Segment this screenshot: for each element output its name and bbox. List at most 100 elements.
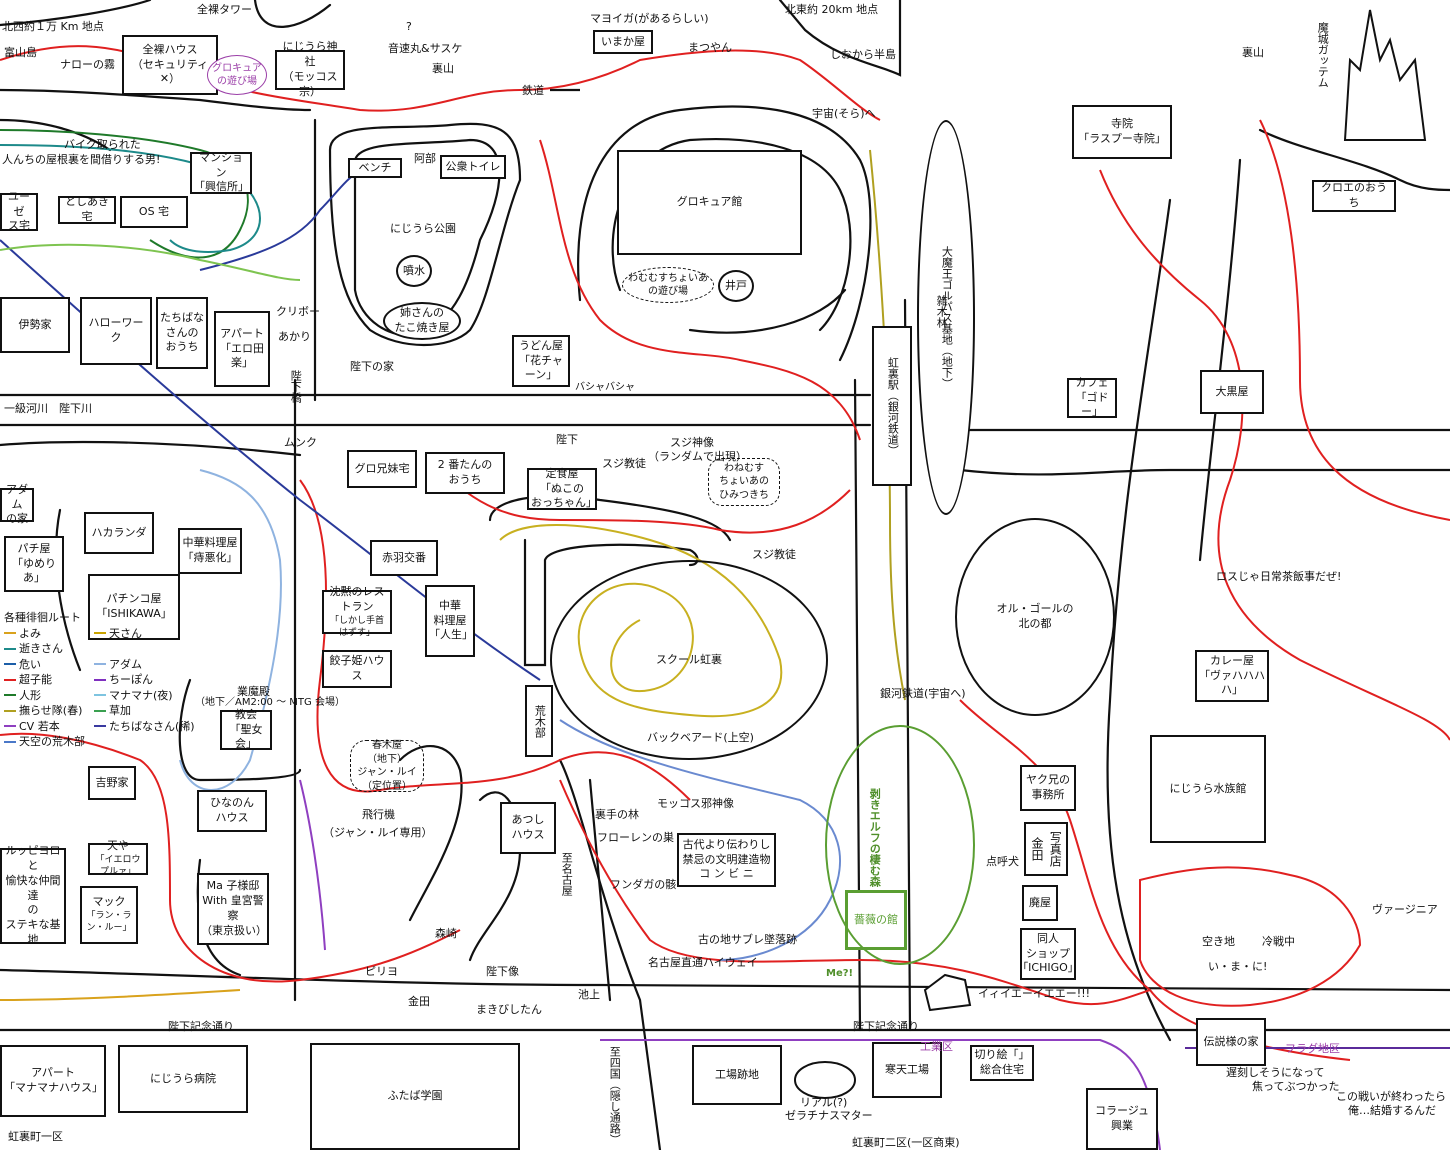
- route-red-3: [1099, 169, 1450, 741]
- legend-item: CV 若本: [4, 719, 84, 735]
- label-sable: 古の地サブレ墜落跡: [698, 933, 797, 946]
- road-lower-c: [558, 758, 662, 1150]
- label-bike-2: 人んちの屋根裏を間借りする男!: [2, 153, 161, 166]
- label-kaneda: 金田: [408, 995, 430, 1008]
- takoyaki-stand[interactable]: 姉さんのたこ焼き屋: [383, 302, 461, 340]
- school-nijiura[interactable]: スクール虹裏: [550, 560, 828, 760]
- wamusu-playground[interactable]: わむむすちょいあの遊び場: [622, 267, 714, 303]
- building-apart-manamana[interactable]: アパート「マナマナハウス」: [0, 1045, 106, 1117]
- building-zenra-house[interactable]: 全裸ハウス（セキュリティ✕）: [122, 35, 218, 95]
- building-mac[interactable]: マック「ラン・ラン・ルー」: [80, 886, 138, 944]
- precure-playground[interactable]: グロキュアの遊び場: [207, 55, 267, 95]
- label-virginia: ヴァージニア: [1372, 903, 1438, 916]
- label-morisaki: 森崎: [435, 927, 457, 940]
- road-v6: [1198, 158, 1242, 562]
- legend-label: 危い: [19, 657, 41, 671]
- label-piriyo: ピリヨ: [365, 965, 398, 978]
- label-urate: 裏手の林: [595, 808, 639, 821]
- label-reisen: 冷戦中: [1262, 935, 1295, 948]
- label-town-2: 虹裏町二区(一区商東): [852, 1136, 960, 1149]
- building-chinmoku-restaurant[interactable]: 沈黙のレストラン「しかし手首はずす」: [322, 585, 392, 638]
- legend-swatch: [4, 725, 16, 728]
- building-teishoku-ya[interactable]: 定食屋「ぬこのおっちゃん」: [527, 467, 597, 510]
- building-kodai-konbini[interactable]: 古代より伝わりし禁忌の文明建造物コ ン ビ ニ: [677, 833, 776, 887]
- building-os-house[interactable]: OS 宅: [120, 196, 188, 228]
- legend-label: アダム: [109, 657, 142, 671]
- label-real: リアル(?): [800, 1096, 848, 1109]
- building-precure-hall[interactable]: グロキュア館: [617, 150, 802, 255]
- label-gyomaden: 業魔殿: [237, 685, 270, 698]
- legend-label: 天さん: [109, 626, 142, 640]
- building-akabane-koban[interactable]: 赤羽交番: [370, 540, 438, 576]
- label-hikoki-2: （ジャン・ルイ専用）: [323, 826, 433, 839]
- label-kinen-1: 陛下記念通り: [168, 1020, 234, 1033]
- wamusu-secret-base[interactable]: わねむすちょいあのひみつきち: [708, 458, 780, 506]
- fountain[interactable]: 噴水: [396, 255, 432, 287]
- building-tachibana-house[interactable]: たちばなさんのおうち: [156, 297, 208, 369]
- building-hinanon-house[interactable]: ひなのんハウス: [197, 790, 267, 832]
- building-factory-ruins[interactable]: 工場跡地: [692, 1045, 782, 1105]
- golpas-base[interactable]: 大魔王ゴルパス基地（地下）: [917, 120, 975, 515]
- building-chuka-jinsei[interactable]: 中華料理屋「人生」: [425, 585, 475, 657]
- building-toshiaki-house[interactable]: としあき宅: [58, 195, 116, 224]
- legend-row: 人形マナマナ(夜): [4, 688, 195, 704]
- building-pachi-yumeria[interactable]: パチ屋「ゆめりあ」: [4, 536, 64, 592]
- building-chuka-ryori[interactable]: 中華料理屋「痔悪化」: [178, 528, 242, 574]
- building-yoshino-house[interactable]: 吉野家: [88, 766, 136, 800]
- building-gyoza-house[interactable]: 餃子姫ハウス: [322, 650, 392, 688]
- building-nijiura-shrine[interactable]: にじうら神社（モッコス宗）: [275, 40, 345, 98]
- building-public-toilet[interactable]: 公衆トイレ: [440, 155, 506, 179]
- building-doujin-shop[interactable]: 同人ショップ「ICHIGO」: [1017, 928, 1079, 980]
- building-tenya[interactable]: 天や「イエロウプルァ」: [88, 839, 148, 877]
- road-ne-peninsula: [778, 0, 902, 77]
- legend-row: CV 若本たちばなさん(稀): [4, 719, 195, 735]
- building-niura-station[interactable]: 虹裏駅（銀河鉄道）: [872, 326, 912, 486]
- building-suizokukan[interactable]: にじうら水族館: [1150, 735, 1266, 843]
- building-kaneda-photo[interactable]: 金田写真店: [1024, 822, 1068, 876]
- building-hello-work[interactable]: ハローワーク: [80, 297, 152, 365]
- building-kyokai[interactable]: 教会「聖女会」: [220, 708, 272, 750]
- elf-forest-area[interactable]: [825, 725, 975, 965]
- building-yuze-house[interactable]: ユーゼス宅: [0, 190, 38, 232]
- building-imaka-ya[interactable]: いまか屋: [593, 30, 653, 54]
- legend-swatch: [94, 632, 106, 635]
- building-kanten-factory[interactable]: 寒天工場: [872, 1042, 942, 1098]
- legend-row: 超子能ちーぽん: [4, 672, 195, 688]
- orgol-capital[interactable]: オル・ゴールの北の都: [955, 518, 1115, 716]
- building-cafe-godo[interactable]: カフェ「ゴドー」: [1067, 376, 1117, 418]
- building-udon-ya[interactable]: うどん屋「花チャーン」: [512, 335, 570, 387]
- building-apart-erotaraku[interactable]: アパート「エロ田楽」: [214, 311, 270, 387]
- building-bench[interactable]: ベンチ: [348, 158, 402, 178]
- building-collage-kogyo[interactable]: コラージュ興業: [1086, 1088, 1158, 1150]
- road-nw: [0, 88, 312, 112]
- building-pachinko-ishikawa[interactable]: パチンコ屋「ISHIKAWA」: [88, 574, 180, 640]
- building-nijiura-hospital[interactable]: にじうら病院: [118, 1045, 248, 1113]
- building-ruppiyoro[interactable]: ルッピヨロと愉快な仲間達のステキな基地: [0, 844, 66, 946]
- building-adam-house[interactable]: アダムの家: [0, 483, 34, 525]
- building-hakaranda[interactable]: ハカランダ: [84, 512, 154, 554]
- building-nibantan-house[interactable]: 2 番たんのおうち: [425, 452, 505, 494]
- building-kirie-jutaku[interactable]: 切り絵「」総合住宅: [970, 1045, 1034, 1081]
- building-daikoku-ya[interactable]: 大黒屋: [1200, 370, 1264, 414]
- building-karee-ya[interactable]: カレー屋「ヴァハハハハ」: [1195, 650, 1269, 702]
- building-ise-house[interactable]: 伊勢家: [0, 297, 70, 353]
- building-guro-sisters[interactable]: グロ兄妹宅: [347, 450, 417, 488]
- road-sw-c: [178, 678, 302, 782]
- building-temple[interactable]: 寺院「ラスプー寺院」: [1072, 105, 1172, 159]
- building-kuroe-house[interactable]: クロエのおうち: [1312, 180, 1396, 212]
- building-atsushi-house[interactable]: あつしハウス: [500, 802, 556, 854]
- building-yakuza-office[interactable]: ヤク兄の事務所: [1020, 765, 1076, 811]
- legend-swatch: [94, 709, 106, 712]
- building-futaba-gakuen[interactable]: ふたば学園: [310, 1043, 520, 1150]
- harunoki-ramen[interactable]: 春木屋（地下）ジャン・ルイ（定位置）: [350, 740, 424, 792]
- building-densetsu-house[interactable]: 伝説様の家: [1196, 1018, 1266, 1066]
- legend-item: よみ: [4, 626, 84, 642]
- well[interactable]: 井戸: [718, 270, 754, 302]
- building-mansion-koshinjo[interactable]: マンション「興信所」: [190, 151, 252, 194]
- route-legend: 各種徘徊ルート よみ天さん逝きさん危いアダム超子能ちーぽん人形マナマナ(夜)撫ら…: [4, 610, 195, 750]
- label-uchu: 宇宙(そら)へ: [812, 107, 876, 120]
- building-haioku[interactable]: 廃屋: [1022, 885, 1058, 921]
- building-arakibu[interactable]: 荒木部: [525, 685, 553, 757]
